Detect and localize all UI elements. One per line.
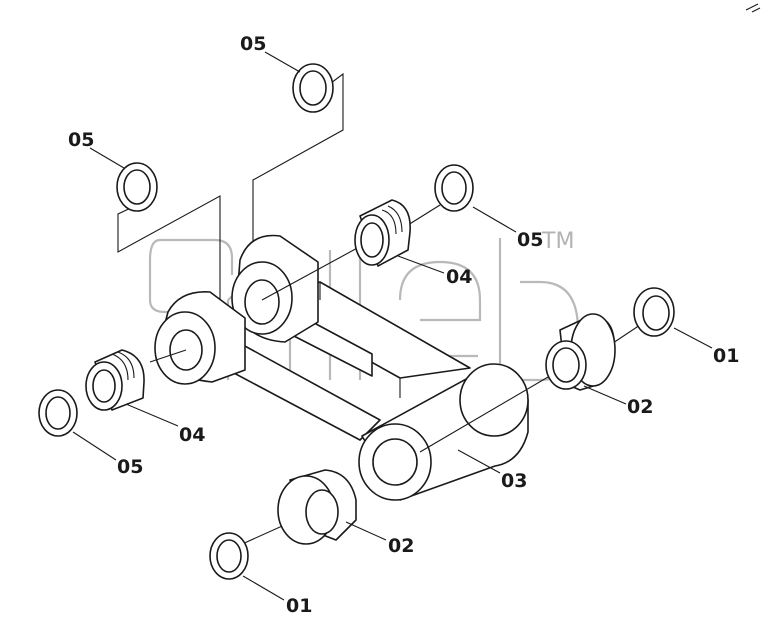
upper-boss: [231, 234, 319, 343]
washer-05-low: [38, 389, 78, 437]
washer-05-mid: [434, 164, 474, 212]
corner-mark: [745, 3, 761, 13]
callout-labels: 05 05 05 04 01 02 04 05 03 02 01: [68, 33, 739, 617]
flanged-bushing-02-low: [277, 469, 357, 545]
watermark-trademark: TM: [541, 229, 574, 254]
washer-05-top: [292, 63, 334, 113]
callout-05-top: 05: [240, 33, 266, 55]
callout-04-mid: 04: [446, 266, 472, 288]
callout-leaders: [72, 51, 713, 601]
callout-05-left: 05: [68, 129, 94, 151]
callout-05-mid: 05: [517, 229, 543, 251]
callout-01-low: 01: [286, 595, 312, 617]
callout-04-left: 04: [179, 424, 205, 446]
callout-02-low: 02: [388, 535, 414, 557]
thrust-washer-01-low: [209, 532, 249, 580]
washer-05-left: [116, 162, 158, 212]
bushing-04-upper: [354, 199, 411, 267]
thrust-washer-01-right: [633, 287, 675, 337]
left-boss: [154, 291, 246, 385]
callout-05-low: 05: [117, 456, 143, 478]
bushing-04-left: [85, 349, 145, 411]
callout-02-right: 02: [627, 396, 653, 418]
callout-03: 03: [501, 470, 527, 492]
callout-01-right: 01: [713, 345, 739, 367]
flanged-bushing-02-right: [545, 313, 616, 391]
